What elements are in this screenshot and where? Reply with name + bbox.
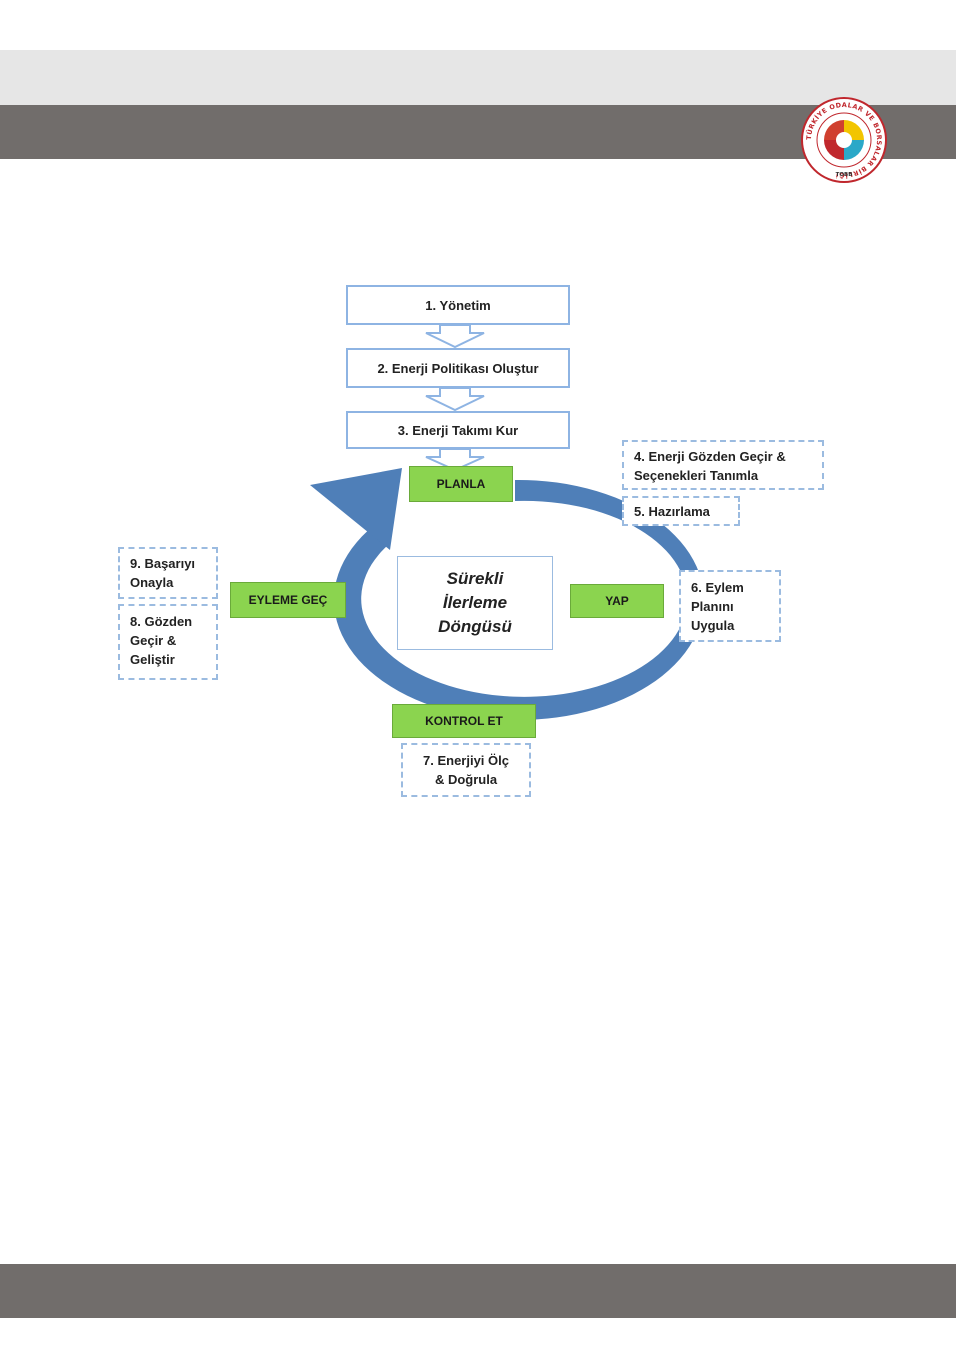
note-enerji-gozden-gecir: 4. Enerji Gözden Geçir & Seçenekleri Tan… — [622, 440, 824, 490]
step-label: 2. Enerji Politikası Oluştur — [377, 360, 539, 376]
svg-text:TOBB: TOBB — [836, 172, 853, 178]
note-enerjiyi-olc: 7. Enerjiyi Ölç & Doğrula — [401, 743, 531, 797]
down-arrow-2 — [425, 387, 485, 412]
note-basariyi-onayla: 9. Başarıyı Onayla — [118, 547, 218, 599]
tobb-logo-icon: TÜRKİYE ODALAR VE BORSALAR BİRLİĞİ TOBB — [801, 97, 887, 183]
down-arrow-1 — [425, 324, 485, 349]
step-box-enerji-politikasi: 2. Enerji Politikası Oluştur — [346, 348, 570, 388]
header-band-dark — [0, 105, 956, 159]
center-title-line: İlerleme — [442, 593, 508, 612]
header-band-light — [0, 50, 956, 105]
stage-eyleme-gec: EYLEME GEÇ — [230, 582, 346, 618]
note-hazirlama: 5. Hazırlama — [622, 496, 740, 526]
step-label: 3. Enerji Takımı Kur — [397, 422, 519, 438]
stage-yap: YAP — [570, 584, 664, 618]
note-eylem-plani: 6. Eylem Planını Uygula — [679, 570, 781, 642]
cycle-arrowhead — [310, 468, 402, 550]
center-title-line: Sürekli — [446, 569, 504, 588]
step-label: 1. Yönetim — [425, 297, 491, 313]
center-title-line: Döngüsü — [438, 617, 512, 636]
down-arrow-3 — [425, 448, 485, 472]
note-gozden-gecir-gelistir: 8. Gözden Geçir & Geliştir — [118, 604, 218, 680]
stage-planla: PLANLA — [409, 466, 513, 502]
footer-band — [0, 1264, 956, 1318]
stage-kontrol-et: KONTROL ET — [392, 704, 536, 738]
step-box-enerji-takimi: 3. Enerji Takımı Kur — [346, 411, 570, 449]
step-box-yonetim: 1. Yönetim — [346, 285, 570, 325]
center-title-box: Sürekli İlerleme Döngüsü — [397, 556, 553, 650]
